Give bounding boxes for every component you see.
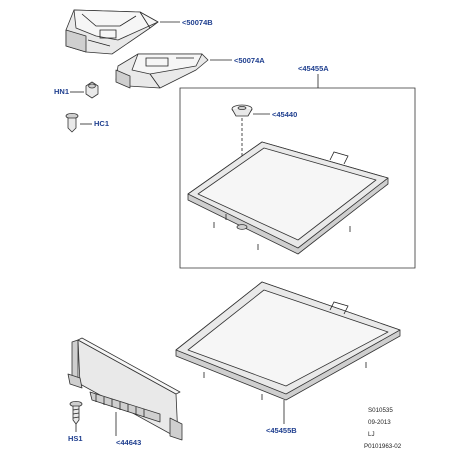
part-50074b[interactable] <box>65 9 159 55</box>
callout-hc1[interactable]: HC1 <box>94 119 109 128</box>
callout-hs1[interactable]: HS1 <box>68 434 83 443</box>
hn1-nut-icon[interactable] <box>85 81 99 99</box>
callout-45455b[interactable]: <45455B <box>266 426 297 435</box>
callout-50074a[interactable]: <50074A <box>234 56 265 65</box>
part-45455b-floor-panel[interactable] <box>175 281 401 401</box>
callout-45440[interactable]: <45440 <box>272 110 297 119</box>
hs1-screw-icon[interactable] <box>69 400 83 425</box>
illustration-id: P0101963-02 <box>364 443 402 450</box>
callout-44643[interactable]: <44643 <box>116 438 141 447</box>
callout-45455a[interactable]: <45455A <box>298 64 329 73</box>
part-45455a-floor-panel[interactable] <box>187 141 389 255</box>
callout-50074b[interactable]: <50074B <box>182 18 213 27</box>
hc1-clip-icon[interactable] <box>65 113 79 133</box>
part-50074a[interactable] <box>115 53 209 89</box>
callout-hn1[interactable]: HN1 <box>54 87 69 96</box>
reference-block: S010535 09-2013 LJ P0101963-02 <box>364 407 402 450</box>
part-45440-knob[interactable] <box>231 104 253 117</box>
reference-code: S010535 <box>368 407 393 414</box>
part-44643-side-panel[interactable] <box>67 337 183 441</box>
reference-date: 09-2013 <box>368 419 391 426</box>
assembly-box-45455a <box>179 87 416 269</box>
reference-initials: LJ <box>368 431 375 438</box>
